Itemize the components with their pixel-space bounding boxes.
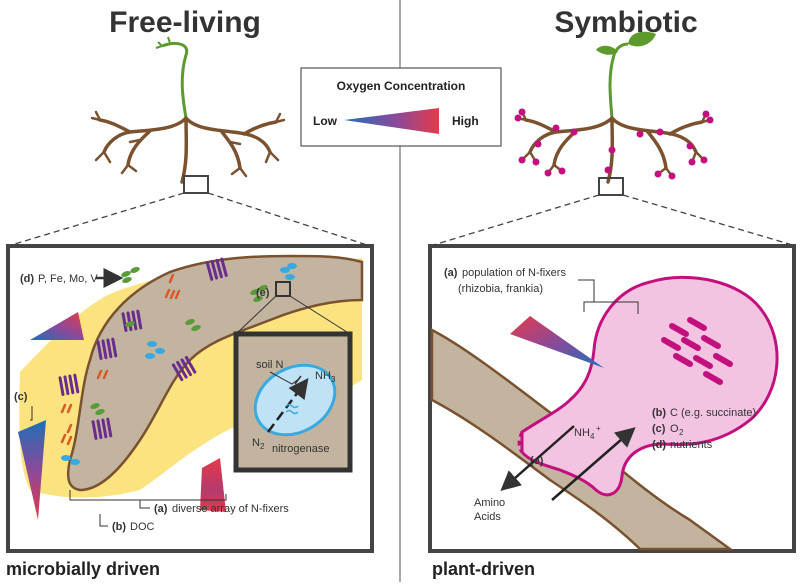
label-c-right: (c) bbox=[652, 423, 666, 435]
nh3-subscript: 3 bbox=[331, 375, 336, 384]
soil-aggregate bbox=[66, 254, 364, 492]
right-footer: plant-driven bbox=[432, 559, 535, 579]
oxygen-cone-nodule bbox=[510, 316, 604, 368]
label-a: (a) bbox=[154, 503, 168, 515]
legend-gradient-wedge bbox=[344, 108, 439, 134]
label-a-right: (a) bbox=[444, 267, 458, 279]
nitrogenase-inset: soil N NH 3 N 2 nitrogenase bbox=[233, 331, 353, 473]
legend-low: Low bbox=[313, 114, 338, 128]
amino-label-line1: Amino bbox=[474, 497, 505, 509]
label-e: (e) bbox=[256, 287, 270, 299]
label-d-text: P, Fe, Mo, V bbox=[38, 273, 98, 285]
right-panel: (a) population of N-fixers (rhizobia, fr… bbox=[428, 244, 796, 553]
label-b-right-text: C (e.g. succinate) bbox=[670, 407, 756, 419]
label-e-right: (e) bbox=[530, 455, 544, 467]
label-c: (c) bbox=[14, 391, 28, 403]
nh4-superscript: + bbox=[596, 424, 601, 433]
right-plant bbox=[514, 31, 714, 184]
legend-title: Oxygen Concentration bbox=[337, 79, 466, 93]
left-zoom-box bbox=[183, 175, 209, 194]
label-b-right: (b) bbox=[652, 407, 666, 419]
right-zoom-box bbox=[598, 177, 624, 196]
right-title: Symbiotic bbox=[554, 6, 697, 39]
oxygen-cone-lower bbox=[200, 458, 226, 512]
oxygen-legend: Oxygen Concentration Low High bbox=[300, 67, 502, 147]
label-d: (d) bbox=[20, 273, 34, 285]
label-d-right-text: nutrients bbox=[670, 439, 713, 451]
nh4-label: NH bbox=[574, 427, 590, 439]
label-b: (b) bbox=[112, 521, 126, 533]
legend-high: High bbox=[452, 114, 479, 128]
arrow-into-nodule bbox=[551, 427, 636, 501]
amino-label-line2: Acids bbox=[474, 511, 501, 523]
n2-label: N bbox=[252, 437, 260, 449]
label-b-text: DOC bbox=[130, 521, 155, 533]
label-a-text: diverse array of N-fixers bbox=[172, 503, 289, 515]
label-d-right: (d) bbox=[652, 439, 666, 451]
nh4-subscript: 4 bbox=[590, 432, 595, 441]
label-c-right-sub: 2 bbox=[679, 428, 684, 437]
n2-subscript: 2 bbox=[260, 442, 265, 451]
label-c-right-text: O bbox=[670, 423, 679, 435]
left-plant bbox=[90, 36, 286, 184]
arrow-out-of-nodule bbox=[500, 425, 575, 491]
nh3-label: NH bbox=[315, 370, 331, 382]
oxygen-cone-left bbox=[18, 420, 46, 520]
root-nodule bbox=[520, 275, 779, 497]
oxygen-cone-upper bbox=[30, 312, 84, 340]
nitrogenase-label: nitrogenase bbox=[272, 443, 330, 455]
left-footer: microbially driven bbox=[6, 559, 160, 579]
soil-n-label: soil N bbox=[256, 359, 284, 371]
label-a-right-line2: (rhizobia, frankia) bbox=[458, 283, 543, 295]
label-a-right-line1: population of N-fixers bbox=[462, 267, 566, 279]
left-title: Free-living bbox=[109, 6, 261, 39]
left-panel: (d) P, Fe, Mo, V (c) (e) soil N NH 3 N 2… bbox=[6, 244, 374, 553]
